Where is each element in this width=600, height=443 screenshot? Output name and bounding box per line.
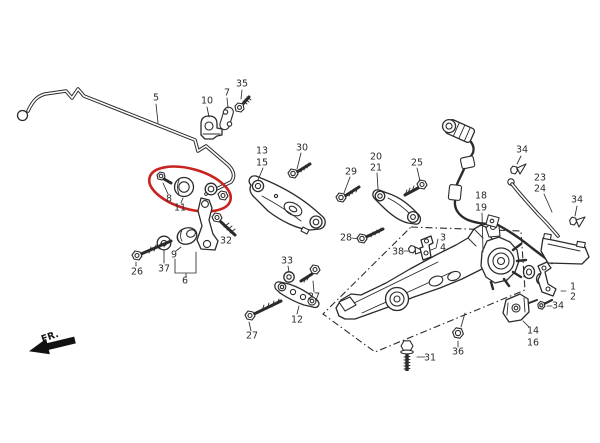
part-number-32: 32	[220, 236, 232, 247]
stabilizer-bar	[16, 87, 236, 196]
bolt-32	[211, 212, 237, 237]
knuckle-hub	[480, 221, 547, 291]
clip-bolt-38	[407, 244, 425, 255]
part-number-23: 23	[534, 173, 546, 184]
highlight-ellipse	[147, 165, 233, 213]
bolt-25	[403, 179, 428, 197]
brake-pipe-23-24	[507, 178, 560, 238]
stabilizer-link-7	[219, 106, 234, 131]
part-number-15: 15	[256, 158, 268, 169]
part-number-26: 26	[131, 267, 143, 278]
nut-36	[452, 312, 466, 339]
part-number-8: 8	[166, 194, 172, 205]
part-number-25: 25	[411, 158, 423, 169]
assembly-boundary-box	[322, 226, 526, 353]
stabilizer-bracket-6	[196, 197, 219, 251]
stabilizer-bushing-10	[200, 115, 223, 140]
hose-bracket-plate	[540, 232, 590, 265]
washer-33	[283, 271, 295, 283]
part-number-5: 5	[153, 93, 159, 104]
fr-label: FR.	[40, 329, 60, 345]
bolt-34-lower	[537, 298, 554, 310]
part-number-34: 34	[516, 145, 528, 156]
bolt-31	[400, 340, 414, 371]
control-arm-20-21	[372, 189, 422, 225]
bolt-27-upper	[299, 264, 321, 283]
part-number-2: 2	[570, 292, 576, 303]
bar-collar	[204, 182, 218, 196]
trailing-arm	[335, 224, 498, 320]
part-number-36: 36	[452, 347, 464, 358]
part-number-27: 27	[308, 292, 320, 303]
abs-sensor-18-19	[441, 118, 554, 265]
part-number-4: 4	[440, 243, 446, 254]
part-number-33: 33	[281, 256, 293, 267]
bolt-30	[287, 162, 312, 179]
part-number-18: 18	[475, 191, 487, 202]
part-number-35: 35	[236, 79, 248, 90]
bracket-3-4	[419, 235, 434, 261]
part-number-37: 37	[158, 264, 170, 275]
part-number-12: 12	[291, 315, 303, 326]
clip-34-upper	[510, 163, 527, 175]
part-number-20: 20	[370, 152, 382, 163]
part-number-31: 31	[424, 353, 436, 364]
part-number-6: 6	[182, 276, 188, 287]
part-number-7: 7	[224, 88, 230, 99]
part-number-30: 30	[296, 143, 308, 154]
part-number-21: 21	[370, 163, 382, 174]
part-number-14: 14	[527, 326, 539, 337]
part-number-11: 11	[174, 203, 186, 214]
bracket-1-2	[537, 261, 557, 297]
part-number-19: 19	[475, 203, 487, 214]
part-number-34: 34	[571, 195, 583, 206]
fr-arrow	[29, 336, 76, 355]
link-arm-12	[274, 281, 320, 309]
bolt-29	[335, 185, 361, 203]
part-number-24: 24	[534, 184, 546, 195]
leader-lines	[135, 89, 578, 358]
bolt-26	[131, 239, 173, 261]
bushing-11	[173, 176, 195, 198]
fr-direction-indicator: FR.	[29, 329, 76, 355]
part-number-13: 13	[256, 146, 268, 157]
part-number-27: 27	[246, 331, 258, 342]
part-number-28: 28	[340, 233, 352, 244]
clip-34-right	[569, 216, 586, 228]
part-number-29: 29	[345, 167, 357, 178]
nut-in-ellipse	[217, 190, 229, 201]
bolt-35	[234, 95, 252, 113]
bolt-28	[356, 227, 385, 244]
damper-14-16	[502, 293, 538, 323]
bushing-9	[176, 227, 198, 245]
part-number-9: 9	[171, 250, 177, 261]
part-number-16: 16	[527, 338, 539, 349]
bolt-27-lower	[244, 298, 283, 321]
lower-arm-13-15	[248, 175, 326, 235]
part-number-1: 1	[570, 282, 576, 293]
part-number-34: 34	[552, 301, 564, 312]
bar-end-loop	[16, 109, 29, 122]
bolt-8	[156, 171, 173, 185]
part-number-10: 10	[201, 96, 213, 107]
part-number-38: 38	[392, 247, 404, 258]
part-number-3: 3	[440, 233, 446, 244]
